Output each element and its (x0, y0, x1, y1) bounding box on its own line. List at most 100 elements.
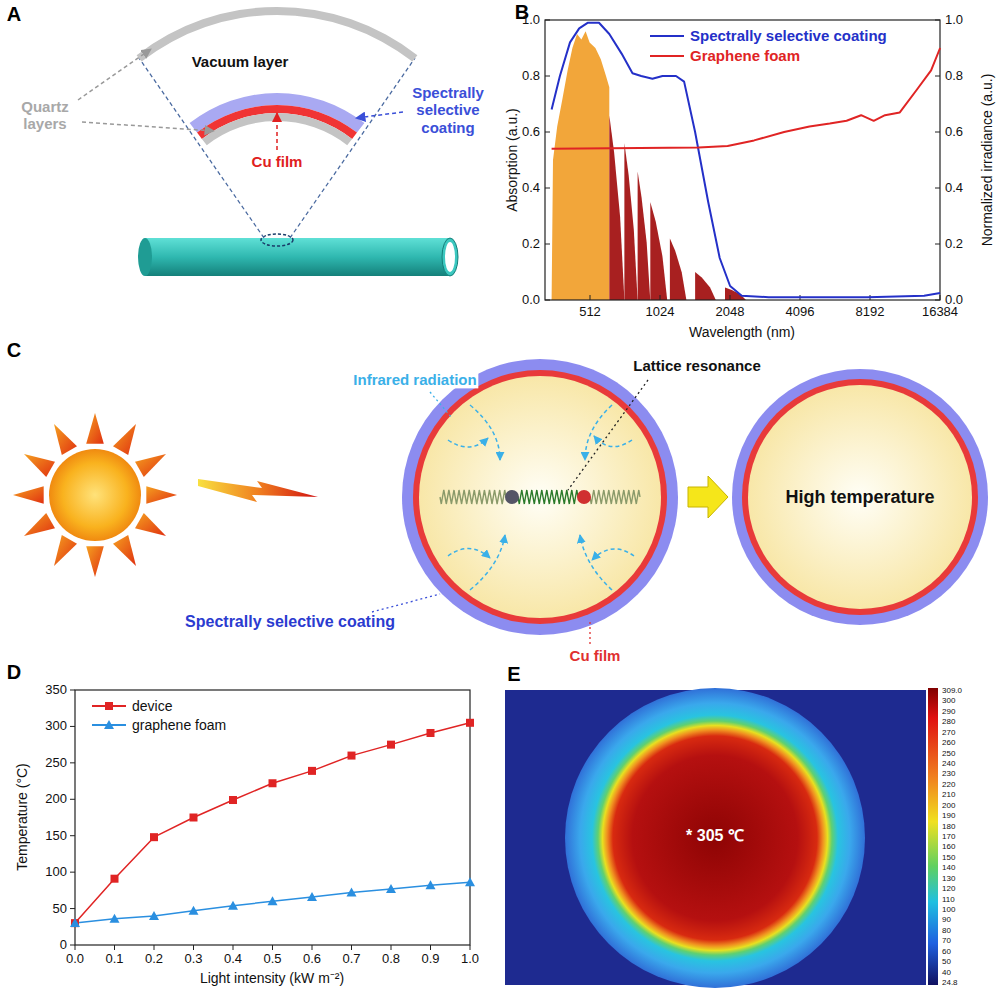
data-marker (110, 914, 120, 923)
data-marker (111, 875, 119, 883)
sun-ray (135, 454, 166, 477)
tick-mark (70, 762, 75, 763)
infrared-ray (470, 535, 505, 590)
coating-ring (402, 359, 678, 635)
solar-spectrum (609, 115, 624, 300)
tick-label: 1.0 (522, 13, 540, 28)
tick-label: 8192 (856, 305, 885, 320)
tick-label: 0.6 (945, 125, 963, 140)
tick-label: 1.0 (461, 952, 479, 967)
cu-ring (742, 379, 978, 615)
infrared-ray (470, 405, 500, 460)
callout-label: Spectrally selective coating (185, 613, 395, 631)
process-arrow (688, 476, 728, 518)
data-marker (229, 796, 237, 804)
data-marker (466, 719, 474, 727)
tick-label: 0.6 (522, 125, 540, 140)
tick-label: 0.8 (522, 69, 540, 84)
sun-ray (146, 486, 177, 504)
tick-label: 200 (45, 792, 67, 807)
colorbar-label: 260 (942, 739, 955, 748)
pointer-arrow (356, 112, 403, 118)
tick-label: 0.8 (945, 69, 963, 84)
colorbar-label: 130 (942, 874, 955, 883)
tick-label: 300 (45, 719, 67, 734)
colorbar-label: 80 (942, 926, 951, 935)
tick-label: 0.6 (303, 952, 321, 967)
tick-mark (70, 872, 75, 873)
sun-ray (54, 424, 77, 455)
tick-label: 100 (45, 865, 67, 880)
axis-title: Light intensity (kW m⁻²) (200, 970, 344, 986)
colorbar-label: 160 (942, 843, 955, 852)
tick-mark (730, 295, 731, 300)
leader-line (430, 392, 452, 418)
axis-title: Absorption (a.u.) (504, 108, 520, 212)
tick-mark (660, 295, 661, 300)
tick-mark (114, 945, 115, 950)
colorbar-label: 270 (942, 728, 955, 737)
tick-mark (935, 20, 940, 21)
tick-mark (545, 300, 550, 301)
tick-mark (545, 244, 550, 245)
lattice-atom (577, 490, 591, 504)
tick-mark (193, 945, 194, 950)
sun-ray (86, 413, 104, 444)
tick-label: 350 (45, 683, 67, 698)
colorbar-label: 40 (942, 968, 951, 977)
tick-label: 0.4 (945, 181, 963, 196)
colorbar-label: 290 (942, 707, 955, 716)
plot-frame (75, 690, 470, 945)
solar-spectrum (624, 143, 637, 300)
infrared-ray (594, 436, 632, 447)
tick-mark (70, 835, 75, 836)
infrared-ray (592, 549, 634, 560)
colorbar-label: 120 (942, 885, 955, 894)
tick-mark (430, 945, 431, 950)
solar-spectrum (695, 272, 716, 300)
plot-frame (545, 20, 940, 300)
colorbar-label: 50 (942, 958, 951, 967)
tick-label: 0.9 (421, 952, 439, 967)
tick-mark (75, 945, 76, 950)
tick-mark (154, 945, 155, 950)
pointer-arrow (78, 49, 151, 100)
pointer-arrow (82, 122, 214, 131)
leader-line (568, 380, 648, 490)
legend-text: Spectrally selective coating (690, 27, 887, 44)
colorbar-label: 309.0 (942, 686, 962, 695)
colorbar-label: 24.8 (942, 978, 958, 987)
data-marker (70, 918, 80, 927)
tick-label: 0.3 (184, 952, 202, 967)
leader-line (589, 620, 590, 644)
legend-line (650, 35, 684, 37)
layer-label: Cu film (252, 153, 303, 170)
layer-label: Spectrally selective coating (404, 84, 492, 136)
zoom-line (139, 58, 264, 238)
sun-ray (24, 513, 55, 536)
tick-mark (935, 188, 940, 189)
legend-line (650, 55, 684, 57)
tick-mark (935, 132, 940, 133)
layer-label: Quartz layers (13, 98, 77, 133)
tick-label: 4096 (786, 305, 815, 320)
tick-mark (545, 188, 550, 189)
data-marker (307, 892, 317, 901)
sun-ray (24, 454, 55, 477)
data-marker (348, 752, 356, 760)
tick-label: 50 (53, 901, 67, 916)
tick-label: 0.5 (263, 952, 281, 967)
tick-mark (70, 726, 75, 727)
panel-letter: D (7, 661, 21, 684)
data-marker (228, 901, 238, 910)
light-bolt (198, 479, 318, 502)
data-marker (426, 880, 436, 889)
axis-title: Temperature (°C) (14, 763, 30, 871)
heated-tube-circle: High temperature (732, 369, 988, 625)
tick-mark (545, 132, 550, 133)
sun-ray (13, 486, 44, 504)
zoom-line (290, 58, 415, 238)
axis-title: Wavelength (nm) (689, 324, 795, 340)
tick-mark (70, 690, 75, 691)
data-marker (190, 814, 198, 822)
